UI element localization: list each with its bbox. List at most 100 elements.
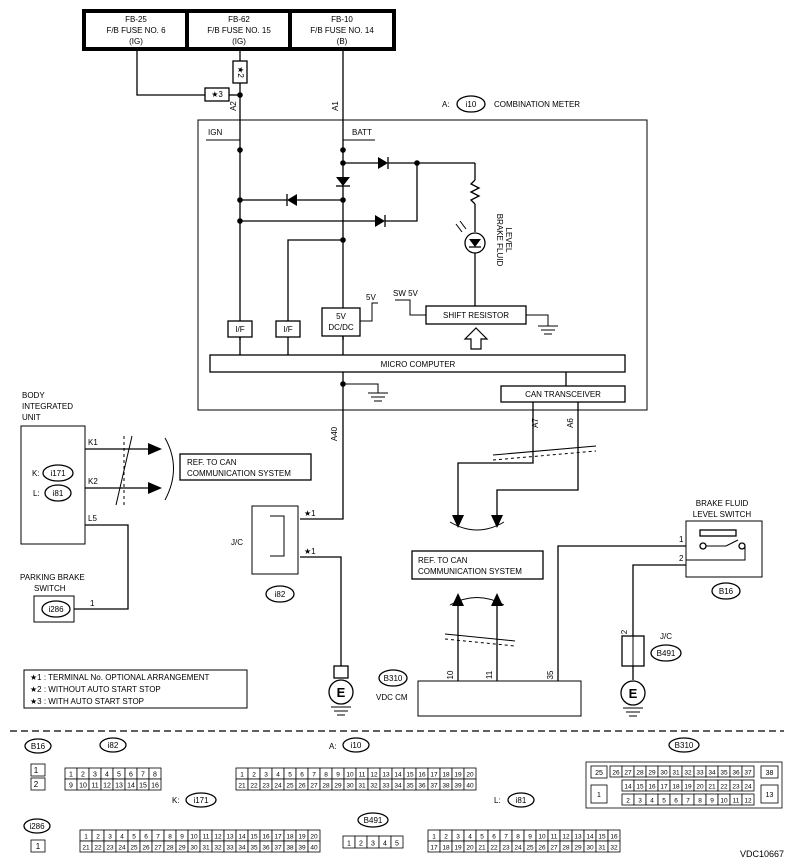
pin-number: 6 [300, 772, 304, 779]
pin-number: 34 [708, 770, 716, 777]
biu-l-code: i81 [53, 489, 64, 498]
pin-a1: A1 [331, 101, 340, 111]
parking-code: i286 [48, 605, 64, 614]
pin-number: 9 [69, 783, 73, 790]
pin-number: 1 [347, 841, 351, 848]
pin-number: 2 [359, 841, 363, 848]
pin-number: 29 [334, 783, 342, 790]
pin-number: 30 [586, 845, 594, 852]
vdc-code: B310 [384, 674, 403, 683]
pin-number: 8 [698, 798, 702, 805]
five-v-label: 5V [366, 293, 376, 302]
pin-number: 5 [288, 772, 292, 779]
conn-i171-prefix: K: [172, 796, 180, 805]
fuse-2-ign: (IG) [232, 37, 246, 46]
conn-b16-pin-2: 2 [34, 780, 39, 789]
biu-title-2: INTEGRATED [22, 402, 73, 411]
pin-number: 15 [598, 834, 606, 841]
pin-number: 27 [624, 770, 632, 777]
ref-can-1-line-1: REF. TO CAN [187, 458, 237, 467]
pin-number: 4 [650, 798, 654, 805]
pin-number: 27 [310, 783, 318, 790]
pin-number: 5 [117, 772, 121, 779]
pin-number: 33 [382, 783, 390, 790]
pin-number: 37 [744, 770, 752, 777]
pin-number: 17 [274, 834, 282, 841]
pin-number: 6 [674, 798, 678, 805]
pin-number: 8 [324, 772, 328, 779]
pin-cell [463, 778, 477, 791]
pin-number: 9 [180, 834, 184, 841]
pin-number: 20 [466, 845, 474, 852]
brake-sw-title-2: LEVEL SWITCH [693, 510, 752, 519]
pin-cell [607, 840, 621, 853]
jc2-code: B491 [657, 649, 676, 658]
pin-number: 5 [395, 841, 399, 848]
pin-number: 2 [252, 772, 256, 779]
batt-label: BATT [352, 128, 372, 137]
pin-number: 40 [466, 783, 474, 790]
vdc-name: VDC CM [376, 693, 408, 702]
pin-number: 21 [82, 845, 90, 852]
conn-b16-pin-1: 1 [34, 766, 39, 775]
pin-number: 16 [648, 784, 656, 791]
meter-name: COMBINATION METER [494, 100, 580, 109]
brake-sw-code: B16 [719, 587, 734, 596]
pin-number: 24 [118, 845, 126, 852]
junction-connector-i82: A40 ★1 J/C ★1 i82 E [231, 418, 354, 716]
pin-number: 1 [240, 772, 244, 779]
pin-number: 12 [562, 834, 570, 841]
pin-number: 38 [442, 783, 450, 790]
brake-fluid-level-switch: BRAKE FLUID LEVEL SWITCH 1 2 B16 [632, 499, 763, 636]
pin-number: 7 [504, 834, 508, 841]
pin-number: 4 [276, 772, 280, 779]
pin-number: 35 [250, 845, 258, 852]
pin-number: 32 [214, 845, 222, 852]
vdc-pin-10: 10 [446, 670, 455, 679]
pin-number: 12 [370, 772, 378, 779]
biu-title-1: BODY [22, 391, 45, 400]
pin-l5: L5 [88, 514, 97, 523]
pin-number: 32 [370, 783, 378, 790]
pin-number: 21 [478, 845, 486, 852]
pin-number: 10 [79, 783, 87, 790]
pin-number: 16 [151, 783, 159, 790]
meter-code: i10 [466, 100, 477, 109]
pin-number: 17 [660, 784, 668, 791]
pin-number: 27 [550, 845, 558, 852]
can-lines: A7 A6 REF. TO CAN COMMUNICATION SYSTEM [411, 418, 597, 681]
pin-number: 36 [732, 770, 740, 777]
pin-number: 37 [274, 845, 282, 852]
ref-can-2-line-2: COMMUNICATION SYSTEM [418, 567, 522, 576]
pin-number: 12 [744, 798, 752, 805]
shift-resistor: SHIFT RESISTOR [443, 311, 509, 320]
pin-number: 20 [310, 834, 318, 841]
pin-cell [741, 765, 755, 778]
pin-number: 11 [91, 783, 98, 790]
pin-number: 28 [636, 770, 644, 777]
pin-number: 3 [93, 772, 97, 779]
pin-number: 22 [250, 783, 258, 790]
pin-number: 13 [115, 783, 123, 790]
pin-number: 13 [226, 834, 234, 841]
ref-can-2-line-1: REF. TO CAN [418, 556, 468, 565]
pin-number: 18 [442, 772, 450, 779]
pin-number: 1 [597, 792, 601, 799]
pin-number: 3 [456, 834, 460, 841]
pin-number: 40 [310, 845, 318, 852]
pin-number: 4 [105, 772, 109, 779]
pin-number: 4 [383, 841, 387, 848]
pin-number: 26 [298, 783, 306, 790]
pin-number: 15 [139, 783, 147, 790]
pin-number: 5 [480, 834, 484, 841]
pin-number: 25 [526, 845, 534, 852]
pin-number: 16 [610, 834, 618, 841]
pin-number: 6 [144, 834, 148, 841]
pin-number: 17 [430, 845, 438, 852]
pin-number: 23 [262, 783, 270, 790]
pin-number: 34 [238, 845, 246, 852]
pin-cell [741, 793, 755, 806]
